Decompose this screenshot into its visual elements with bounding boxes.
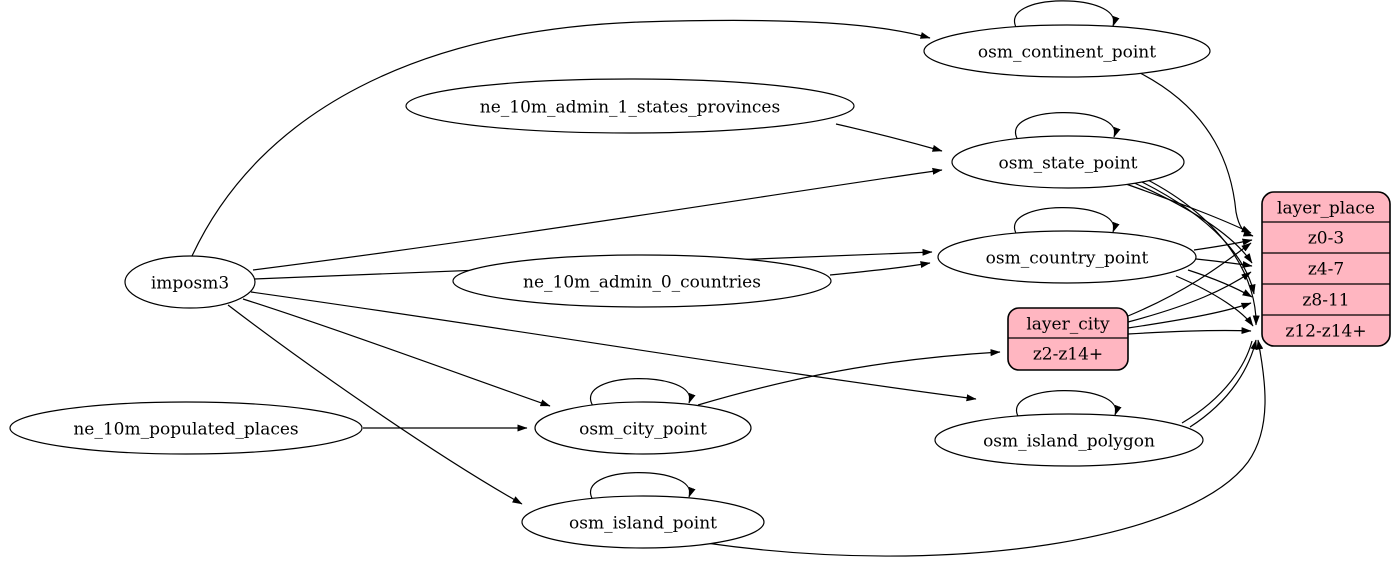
osm-island-point-label: osm_island_point	[569, 514, 717, 534]
node-osm-state-point: osm_state_point	[951, 135, 1185, 189]
self-loop-osm-city-point	[589, 378, 696, 407]
osm-continent-point-label: osm_continent_point	[978, 43, 1156, 63]
edge-osm-country-point-z8-11	[1187, 269, 1253, 298]
edge-imposm3-osm-island-polygon	[250, 291, 977, 402]
record-layer-place: layer_place z0-3 z4-7 z8-11 z12-z14+	[1261, 191, 1391, 347]
edge-layer-city-z12-z14	[1127, 327, 1252, 335]
layer-place-box	[1261, 191, 1391, 347]
edge-osm-city-point-layer-city	[697, 349, 1001, 406]
self-loop-osm-island-point	[589, 472, 696, 501]
edge-osm-state-point-z8-11	[1137, 179, 1256, 295]
edge-osm-country-point-z0-3	[1193, 238, 1253, 251]
layer-place-row-z8-11: z8-11	[1302, 291, 1349, 311]
self-loop-osm-country-point	[1013, 207, 1120, 236]
edge-osm-state-point-z4-7	[1131, 181, 1253, 264]
edge-imposm3-osm-continent-point	[191, 19, 931, 257]
osm-island-polygon-ellipse	[934, 413, 1204, 467]
node-osm-island-point: osm_island_point	[521, 495, 765, 549]
edge-osm-island-polygon-z12-z14	[1189, 339, 1258, 428]
layer-city-title: layer_city	[1026, 315, 1110, 335]
osm-continent-point-ellipse	[923, 24, 1211, 78]
edge-layer-city-z8-11	[1127, 302, 1252, 329]
ne-states-ellipse	[405, 78, 855, 134]
osm-country-point-label: osm_country_point	[986, 249, 1149, 269]
edges	[191, 0, 1266, 557]
self-loop-osm-continent-point	[1013, 0, 1120, 30]
record-layer-city: layer_city z2-z14+	[1007, 307, 1129, 371]
self-loop-osm-island-polygon	[1015, 390, 1122, 419]
layer-place-row-z4-7: z4-7	[1308, 260, 1344, 280]
node-imposm3: imposm3	[124, 255, 256, 309]
osm-island-point-ellipse	[521, 495, 765, 549]
imposm3-label: imposm3	[151, 274, 229, 294]
layer-place-row-z12-z14: z12-z14+	[1285, 322, 1366, 342]
edge-ne-states-osm-state-point	[835, 123, 943, 152]
layer-place-title: layer_place	[1277, 199, 1375, 219]
node-ne-10m-admin-1-states-provinces: ne_10m_admin_1_states_provinces	[405, 78, 855, 134]
imposm3-ellipse	[124, 255, 256, 309]
edge-osm-island-point-z12-z14	[705, 339, 1266, 557]
edge-osm-island-polygon-z12-z14-parallel	[1181, 340, 1253, 424]
edge-osm-country-point-z4-7	[1195, 258, 1253, 268]
osm-state-point-label: osm_state_point	[999, 154, 1138, 174]
edge-imposm3-osm-city-point	[242, 298, 551, 407]
ne-states-label: ne_10m_admin_1_states_provinces	[480, 98, 780, 118]
node-ne-10m-populated-places: ne_10m_populated_places	[9, 401, 363, 455]
ne-populated-places-label: ne_10m_populated_places	[73, 420, 298, 440]
osm-state-point-ellipse	[951, 135, 1185, 189]
node-osm-country-point: osm_country_point	[937, 230, 1197, 284]
osm-country-point-ellipse	[937, 230, 1197, 284]
edge-osm-state-point-z0-3	[1125, 183, 1252, 234]
edge-layer-city-z4-7	[1127, 271, 1252, 323]
edge-imposm3-osm-island-point	[227, 304, 523, 505]
self-loop-osm-state-point	[1014, 112, 1121, 141]
node-ne-10m-admin-0-countries: ne_10m_admin_0_countries	[452, 254, 832, 308]
ne-countries-label: ne_10m_admin_0_countries	[523, 273, 761, 293]
edge-imposm3-osm-state-point	[252, 167, 943, 271]
node-osm-island-polygon: osm_island_polygon	[934, 413, 1204, 467]
node-osm-city-point: osm_city_point	[534, 401, 752, 455]
layer-city-row-z2-z14: z2-z14+	[1033, 345, 1103, 365]
layer-place-row-z0-3: z0-3	[1308, 229, 1344, 249]
node-osm-continent-point: osm_continent_point	[923, 24, 1211, 78]
edge-ne-countries-osm-country-point	[829, 261, 931, 276]
ne-countries-ellipse	[452, 254, 832, 308]
ne-populated-places-ellipse	[9, 401, 363, 455]
layer-city-box	[1007, 307, 1129, 371]
edge-osm-country-point-z12-z14	[1175, 275, 1254, 327]
osm-city-point-ellipse	[534, 401, 752, 455]
edge-osm-state-point-z12-z14	[1143, 177, 1260, 326]
osm-island-polygon-label: osm_island_polygon	[983, 432, 1155, 452]
osm-city-point-label: osm_city_point	[579, 420, 707, 440]
nodes: imposm3 ne_10m_admin_1_states_provinces …	[9, 24, 1391, 549]
edge-layer-city-z0-3	[1127, 242, 1252, 317]
